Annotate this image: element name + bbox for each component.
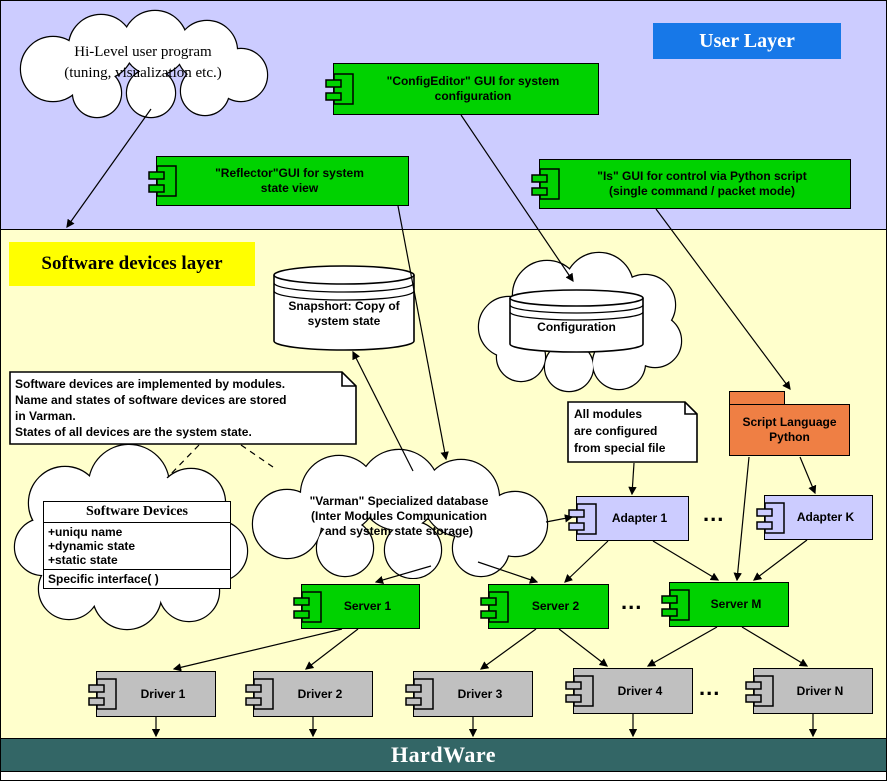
configeditor-label: "ConfigEditor" GUI for system configurat… <box>386 74 560 103</box>
configeditor-gui-component: "ConfigEditor" GUI for system configurat… <box>325 63 599 115</box>
adapters-ellipsis: ... <box>703 501 725 526</box>
servers-ellipsis: ... <box>621 589 643 614</box>
software-devices-class-box: Software Devices +uniqu name +dynamic st… <box>43 501 231 589</box>
component-icon <box>325 73 354 105</box>
software-devices-layer-title: Software devices layer <box>9 242 255 286</box>
server-2-component: Server 2 <box>480 584 609 629</box>
class-attributes: +uniqu name +dynamic state +static state <box>44 523 230 570</box>
drivers-ellipsis: ... <box>699 675 721 700</box>
driver-n-component: Driver N <box>745 668 873 714</box>
adapter-1-component: Adapter 1 <box>568 496 689 541</box>
adapter-k-component: Adapter K <box>756 495 873 540</box>
component-icon <box>661 588 690 621</box>
component-icon <box>565 675 594 707</box>
driver-4-component: Driver 4 <box>565 668 693 714</box>
snapshot-database-cylinder: Snapshort: Copy of system state <box>273 263 415 351</box>
configuration-label: Configuration <box>537 320 616 334</box>
driver-1-component: Driver 1 <box>88 671 216 717</box>
component-icon <box>88 678 117 710</box>
modules-note: Software devices are implemented by modu… <box>9 371 357 445</box>
package-body: Script Language Python <box>729 404 850 456</box>
package-tab <box>729 391 785 405</box>
snapshot-label: Snapshort: Copy of system state <box>288 299 400 328</box>
component-icon <box>745 675 774 707</box>
config-file-note: All modules are configured from special … <box>567 401 698 463</box>
hi-level-label: Hi-Level user program (tuning, visualiza… <box>64 44 222 81</box>
class-method: Specific interface( ) <box>48 572 159 586</box>
driver-2-component: Driver 2 <box>245 671 373 717</box>
varman-label: "Varman" Specialized database (Inter Mod… <box>309 494 489 538</box>
note-shape <box>567 401 698 463</box>
component-icon <box>245 678 274 710</box>
user-layer-title: User Layer <box>653 23 841 59</box>
component-icon <box>756 501 785 534</box>
is-gui-component: "Is" GUI for control via Python script (… <box>531 159 851 209</box>
component-icon <box>531 168 560 200</box>
config-file-note-text: All modules are configured from special … <box>574 407 666 455</box>
reflector-label: "Reflector"GUI for system state view <box>215 166 364 195</box>
server-1-component: Server 1 <box>293 584 420 629</box>
configuration-database-cylinder: Configuration <box>509 287 644 357</box>
hardware-layer-label: HardWare <box>390 742 497 767</box>
component-icon <box>148 165 177 197</box>
component-icon <box>568 502 597 535</box>
component-icon <box>480 590 509 623</box>
component-icon <box>405 678 434 710</box>
configuration-cloud: Configuration <box>469 249 684 394</box>
script-language-python-package: Script Language Python <box>729 391 850 456</box>
component-icon <box>293 590 322 623</box>
server-m-component: Server M <box>661 582 789 627</box>
cylinder-shape <box>273 265 415 351</box>
cylinder-shape <box>509 289 644 353</box>
hardware-layer-bar: HardWare <box>1 738 886 772</box>
driver-3-component: Driver 3 <box>405 671 533 717</box>
varman-database-cloud: "Varman" Specialized database (Inter Mod… <box>239 446 559 579</box>
is-gui-label: "Is" GUI for control via Python script (… <box>597 169 807 198</box>
hi-level-user-program-cloud: Hi-Level user program (tuning, visualiza… <box>9 7 277 119</box>
class-title: Software Devices <box>44 502 230 523</box>
modules-note-text: Software devices are implemented by modu… <box>15 377 287 439</box>
reflector-gui-component: "Reflector"GUI for system state view <box>148 156 409 206</box>
